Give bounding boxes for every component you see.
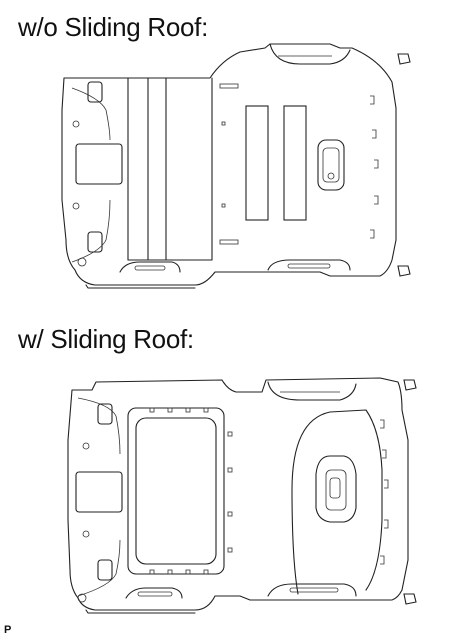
headliner-without-sliding-roof [61,43,411,289]
clip-icon [397,53,411,65]
handle-cutout [97,559,113,581]
reinforcement-pad [283,105,307,221]
room-lamp-cutout [315,455,357,523]
with-sliding-roof-label: w/ Sliding Roof: [18,324,194,354]
sunroof-opening [135,417,217,565]
sunroof-frame [127,407,225,575]
dome-cutout [75,471,123,513]
diagram-code: P [4,624,12,636]
clip-icon [403,593,417,605]
room-lamp-cutout [317,139,345,191]
headliner-outline [61,43,397,286]
handle-cutout [97,403,113,425]
handle-cutout [87,231,103,253]
without-sliding-roof-label: w/o Sliding Roof: [18,12,209,42]
reinforcement-pad [245,105,269,221]
clip-icon [397,265,411,277]
dome-cutout [75,143,123,185]
clip-icon [403,379,417,391]
